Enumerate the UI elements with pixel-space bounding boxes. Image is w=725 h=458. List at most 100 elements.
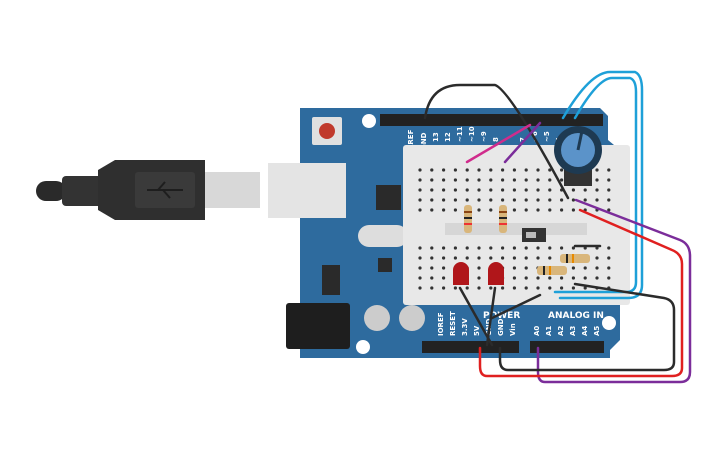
resistor-1[interactable] [464, 205, 472, 233]
led-1[interactable] [453, 262, 469, 285]
breadboard-hole[interactable] [512, 266, 517, 270]
breadboard-hole[interactable] [477, 256, 481, 260]
breadboard-hole[interactable] [430, 276, 434, 280]
breadboard-hole[interactable] [465, 246, 469, 250]
breadboard-hole[interactable] [607, 178, 611, 182]
breadboard-hole[interactable] [418, 246, 422, 250]
breadboard-hole[interactable] [512, 168, 517, 172]
breadboard-hole[interactable] [418, 256, 422, 260]
breadboard-hole[interactable] [430, 208, 434, 212]
breadboard-hole[interactable] [560, 286, 564, 290]
breadboard-hole[interactable] [548, 286, 552, 290]
breadboard-hole[interactable] [418, 286, 422, 290]
breadboard-hole[interactable] [512, 256, 517, 260]
breadboard-hole[interactable] [595, 188, 599, 192]
breadboard-hole[interactable] [430, 266, 434, 270]
breadboard-hole[interactable] [501, 256, 505, 260]
breadboard-hole[interactable] [560, 276, 564, 280]
breadboard-hole[interactable] [512, 198, 517, 202]
breadboard-hole[interactable] [489, 246, 493, 250]
breadboard-hole[interactable] [524, 246, 528, 250]
resistor-2[interactable] [499, 205, 507, 233]
breadboard-hole[interactable] [512, 178, 517, 182]
breadboard-hole[interactable] [524, 208, 528, 212]
breadboard-hole[interactable] [607, 256, 611, 260]
breadboard-hole[interactable] [583, 286, 587, 290]
breadboard-hole[interactable] [524, 188, 528, 192]
breadboard-hole[interactable] [430, 168, 434, 172]
breadboard-hole[interactable] [418, 198, 422, 202]
breadboard-hole[interactable] [524, 286, 528, 290]
breadboard-hole[interactable] [595, 178, 599, 182]
breadboard-hole[interactable] [548, 208, 552, 212]
breadboard-hole[interactable] [583, 198, 587, 202]
breadboard-hole[interactable] [489, 178, 493, 182]
breadboard-hole[interactable] [442, 168, 446, 172]
breadboard-hole[interactable] [453, 168, 457, 172]
breadboard-hole[interactable] [607, 276, 611, 280]
breadboard-hole[interactable] [489, 208, 493, 212]
breadboard-hole[interactable] [430, 178, 434, 182]
breadboard-hole[interactable] [536, 168, 540, 172]
led-2[interactable] [488, 262, 504, 285]
breadboard[interactable] [403, 145, 630, 305]
breadboard-hole[interactable] [465, 198, 469, 202]
breadboard-hole[interactable] [453, 246, 457, 250]
slide-switch[interactable] [522, 228, 546, 242]
breadboard-hole[interactable] [595, 256, 599, 260]
breadboard-hole[interactable] [430, 198, 434, 202]
breadboard-hole[interactable] [442, 178, 446, 182]
breadboard-hole[interactable] [418, 168, 422, 172]
breadboard-hole[interactable] [477, 276, 481, 280]
breadboard-hole[interactable] [560, 178, 564, 182]
breadboard-hole[interactable] [465, 256, 469, 260]
breadboard-hole[interactable] [583, 188, 587, 192]
breadboard-hole[interactable] [442, 266, 446, 270]
breadboard-hole[interactable] [477, 246, 481, 250]
breadboard-hole[interactable] [501, 188, 505, 192]
breadboard-hole[interactable] [571, 266, 576, 270]
breadboard-hole[interactable] [607, 168, 611, 172]
breadboard-hole[interactable] [430, 188, 434, 192]
breadboard-hole[interactable] [477, 208, 481, 212]
breadboard-hole[interactable] [512, 286, 517, 290]
breadboard-hole[interactable] [607, 188, 611, 192]
breadboard-hole[interactable] [595, 276, 599, 280]
breadboard-hole[interactable] [453, 188, 457, 192]
breadboard-hole[interactable] [418, 266, 422, 270]
breadboard-hole[interactable] [524, 168, 528, 172]
breadboard-hole[interactable] [595, 168, 599, 172]
breadboard-hole[interactable] [560, 246, 564, 250]
breadboard-hole[interactable] [524, 256, 528, 260]
breadboard-hole[interactable] [536, 256, 540, 260]
breadboard-hole[interactable] [465, 168, 469, 172]
breadboard-hole[interactable] [501, 168, 505, 172]
breadboard-hole[interactable] [548, 246, 552, 250]
breadboard-hole[interactable] [501, 178, 505, 182]
resistor-3[interactable] [560, 254, 590, 263]
breadboard-hole[interactable] [453, 208, 457, 212]
breadboard-hole[interactable] [430, 246, 434, 250]
breadboard-hole[interactable] [477, 198, 481, 202]
breadboard-hole[interactable] [442, 276, 446, 280]
breadboard-hole[interactable] [477, 286, 481, 290]
breadboard-hole[interactable] [442, 208, 446, 212]
breadboard-hole[interactable] [453, 178, 457, 182]
resistor-4[interactable] [537, 266, 567, 275]
breadboard-hole[interactable] [548, 256, 552, 260]
breadboard-hole[interactable] [607, 198, 611, 202]
breadboard-hole[interactable] [465, 286, 469, 290]
breadboard-hole[interactable] [536, 208, 540, 212]
breadboard-hole[interactable] [548, 188, 552, 192]
breadboard-hole[interactable] [536, 276, 540, 280]
breadboard-hole[interactable] [465, 178, 469, 182]
breadboard-hole[interactable] [512, 276, 517, 280]
breadboard-hole[interactable] [548, 276, 552, 280]
breadboard-hole[interactable] [571, 276, 576, 280]
breadboard-hole[interactable] [536, 178, 540, 182]
breadboard-hole[interactable] [489, 256, 493, 260]
breadboard-hole[interactable] [418, 208, 422, 212]
breadboard-hole[interactable] [512, 208, 517, 212]
breadboard-hole[interactable] [489, 168, 493, 172]
breadboard-hole[interactable] [418, 276, 422, 280]
